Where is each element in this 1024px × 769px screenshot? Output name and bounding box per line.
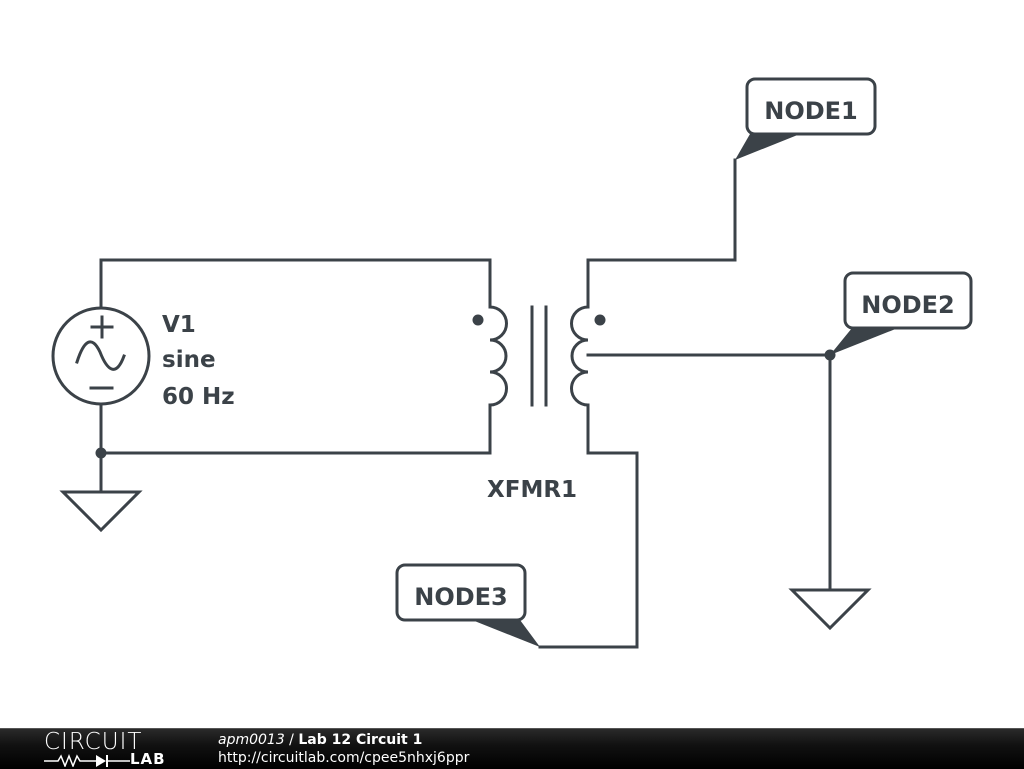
node-label-node3[interactable]: NODE3	[395, 563, 540, 647]
node-flag-box	[395, 563, 527, 622]
wire-primary-top	[99, 258, 492, 309]
schematic-canvas: V1 sine 60 Hz XFMR1 NODE1 NODE2 NODE	[51, 77, 973, 649]
voltage-source-v1[interactable]	[51, 258, 151, 455]
node3-text: NODE3	[414, 583, 508, 611]
node-flag-pointer	[830, 328, 898, 355]
node-flag-box	[843, 271, 973, 330]
node1-text: NODE1	[764, 97, 858, 125]
circuit-meta: apm0013 / Lab 12 Circuit 1	[218, 731, 422, 749]
node-flag-box	[745, 77, 877, 136]
brand-logo-circuit[interactable]: CIRCUIT	[44, 729, 143, 755]
footer-bar: CIRCUIT LAB apm0013 / Lab 12 Circuit 1 h…	[0, 728, 1024, 769]
source-type-label: sine	[162, 347, 216, 373]
node2-text: NODE2	[861, 291, 955, 319]
author-link[interactable]: apm0013	[218, 732, 285, 748]
node-label-node2[interactable]: NODE2	[830, 271, 973, 355]
node-label-node1[interactable]: NODE1	[735, 77, 877, 160]
secondary-coil	[570, 305, 590, 407]
wire-secondary-bottom	[538, 403, 639, 649]
circuit-title[interactable]: Lab 12 Circuit 1	[298, 732, 423, 748]
wire-secondary-top	[586, 158, 737, 309]
source-frequency-label: 60 Hz	[162, 384, 235, 410]
separator: /	[284, 732, 299, 748]
plus-icon	[90, 315, 114, 339]
node-flag-pointer	[472, 620, 540, 647]
transformer-name-label: XFMR1	[487, 477, 577, 503]
brand-logo-lab: LAB	[130, 750, 166, 768]
circuit-url[interactable]: http://circuitlab.com/cpee5nhxj6ppr	[218, 750, 470, 766]
wire-primary-bottom	[99, 403, 492, 455]
polarity-dot-secondary	[594, 314, 606, 326]
sine-wave-icon	[75, 340, 126, 371]
source-name-label: V1	[162, 312, 196, 338]
transformer-xfmr1[interactable]	[472, 305, 606, 407]
ground-icon	[59, 490, 143, 533]
resistor-diode-logo-icon	[44, 753, 130, 767]
primary-coil	[488, 305, 508, 407]
ground-icon	[788, 588, 872, 631]
node-flag-pointer	[735, 134, 800, 160]
polarity-dot-primary	[472, 314, 484, 326]
